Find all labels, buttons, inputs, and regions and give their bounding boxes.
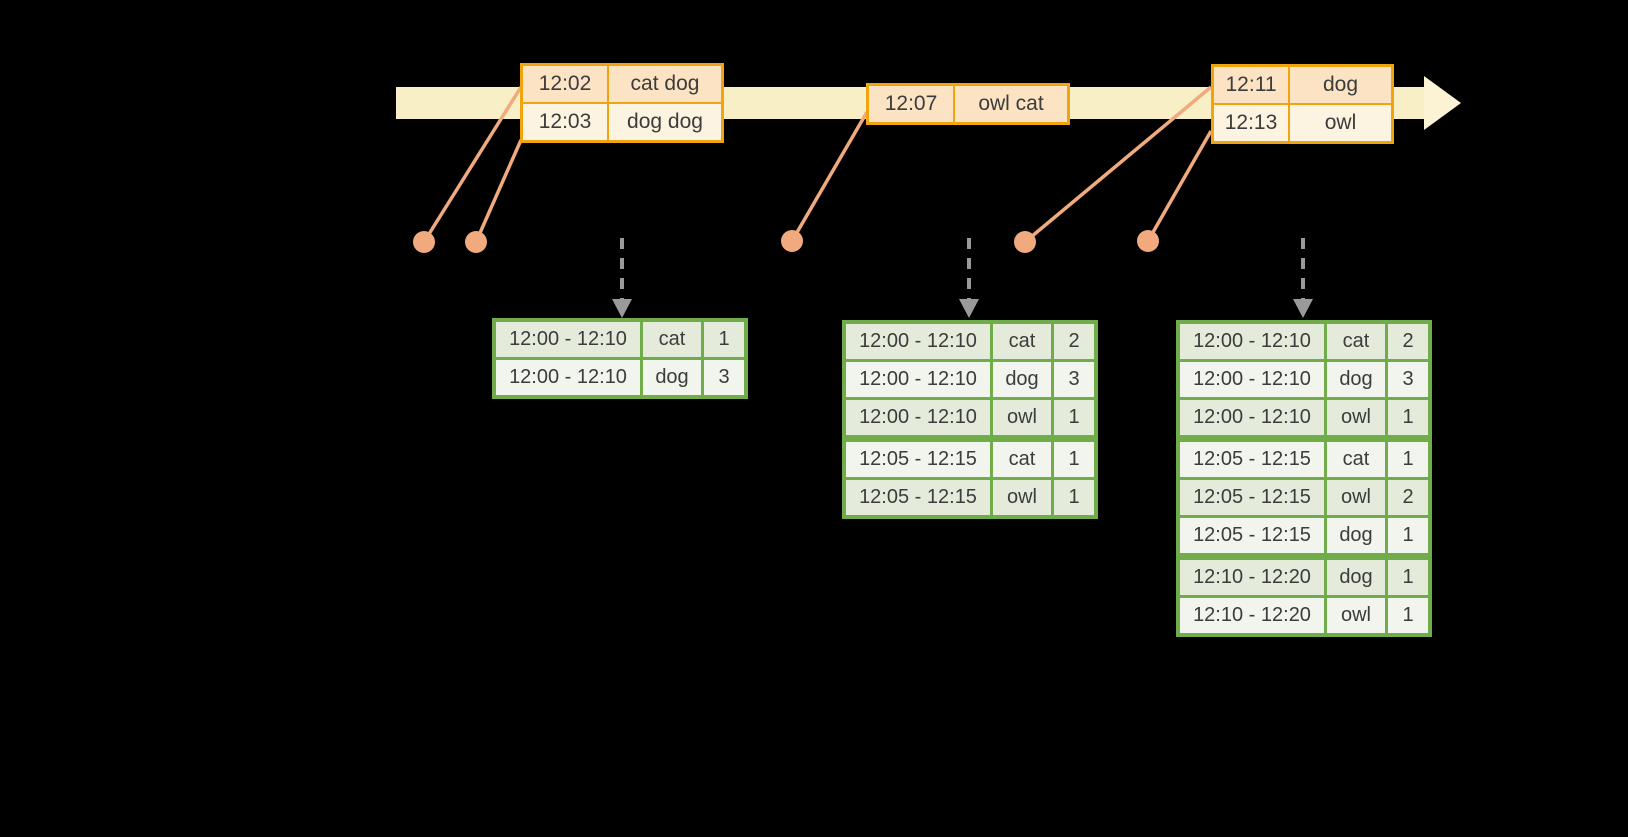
event-dot-2	[465, 231, 487, 253]
event-words-cell: cat dog	[609, 66, 721, 102]
word-cell: cat	[1327, 324, 1385, 359]
event-time-cell: 12:11	[1214, 67, 1288, 103]
count-cell: 1	[1388, 598, 1428, 633]
event-dot-5	[1137, 230, 1159, 252]
word-cell: cat	[1327, 442, 1385, 477]
event-dot-3	[781, 230, 803, 252]
event-words-cell: owl	[1290, 105, 1391, 141]
count-cell: 2	[1388, 480, 1428, 515]
window-cell: 12:00 - 12:10	[1180, 324, 1324, 359]
event-dot-4	[1014, 231, 1036, 253]
trigger-arrowheads	[612, 299, 1313, 318]
window-cell: 12:00 - 12:10	[846, 362, 990, 397]
word-cell: cat	[993, 442, 1051, 477]
count-cell: 2	[1388, 324, 1428, 359]
window-cell: 12:05 - 12:15	[846, 442, 990, 477]
trigger-arrowhead-icon-3	[1293, 299, 1313, 318]
window-cell: 12:10 - 12:20	[1180, 598, 1324, 633]
count-cell: 3	[1388, 362, 1428, 397]
window-group-divider	[1180, 556, 1428, 557]
event-line-3	[790, 111, 869, 242]
count-cell: 1	[1054, 480, 1094, 515]
window-cell: 12:00 - 12:10	[496, 322, 640, 357]
event-words-cell: dog	[1290, 67, 1391, 103]
event-time-cell: 12:02	[523, 66, 607, 102]
word-cell: owl	[993, 400, 1051, 435]
count-cell: 3	[1054, 362, 1094, 397]
trigger-arrowhead-icon-1	[612, 299, 632, 318]
event-line-4	[1023, 85, 1213, 244]
window-cell: 12:00 - 12:10	[846, 324, 990, 359]
word-cell: dog	[1327, 518, 1385, 553]
window-cell: 12:00 - 12:10	[1180, 362, 1324, 397]
count-cell: 1	[1388, 518, 1428, 553]
trigger-arrowhead-icon-2	[959, 299, 979, 318]
window-group-divider	[846, 438, 1094, 439]
event-words-cell: owl cat	[955, 86, 1067, 122]
event-time-cell: 12:03	[523, 104, 607, 140]
count-cell: 1	[1388, 400, 1428, 435]
word-cell: owl	[1327, 598, 1385, 633]
count-cell: 1	[1388, 560, 1428, 595]
event-line-5	[1146, 130, 1213, 242]
word-cell: cat	[643, 322, 701, 357]
word-cell: owl	[1327, 480, 1385, 515]
count-cell: 2	[1054, 324, 1094, 359]
count-cell: 1	[1054, 442, 1094, 477]
window-cell: 12:00 - 12:10	[846, 400, 990, 435]
count-cell: 1	[1054, 400, 1094, 435]
event-time-cell: 12:13	[1214, 105, 1288, 141]
event-dots	[413, 230, 1159, 253]
event-connector-lines	[422, 85, 1213, 244]
event-words-cell: dog dog	[609, 104, 721, 140]
window-cell: 12:05 - 12:15	[846, 480, 990, 515]
count-cell: 1	[704, 322, 744, 357]
word-cell: dog	[993, 362, 1051, 397]
event-line-2	[474, 139, 523, 243]
event-time-cell: 12:07	[869, 86, 953, 122]
window-cell: 12:00 - 12:10	[496, 360, 640, 395]
window-group-divider	[1180, 438, 1428, 439]
word-cell: cat	[993, 324, 1051, 359]
window-cell: 12:05 - 12:15	[1180, 480, 1324, 515]
window-cell: 12:10 - 12:20	[1180, 560, 1324, 595]
timeline-arrowhead-icon	[1424, 76, 1461, 130]
count-cell: 1	[1388, 442, 1428, 477]
event-dot-1	[413, 231, 435, 253]
window-cell: 12:05 - 12:15	[1180, 518, 1324, 553]
window-cell: 12:00 - 12:10	[1180, 400, 1324, 435]
word-cell: owl	[1327, 400, 1385, 435]
word-cell: dog	[1327, 362, 1385, 397]
word-cell: dog	[1327, 560, 1385, 595]
window-cell: 12:05 - 12:15	[1180, 442, 1324, 477]
word-cell: dog	[643, 360, 701, 395]
trigger-dashed-lines	[620, 238, 1305, 300]
count-cell: 3	[704, 360, 744, 395]
event-line-1	[422, 86, 523, 243]
word-cell: owl	[993, 480, 1051, 515]
